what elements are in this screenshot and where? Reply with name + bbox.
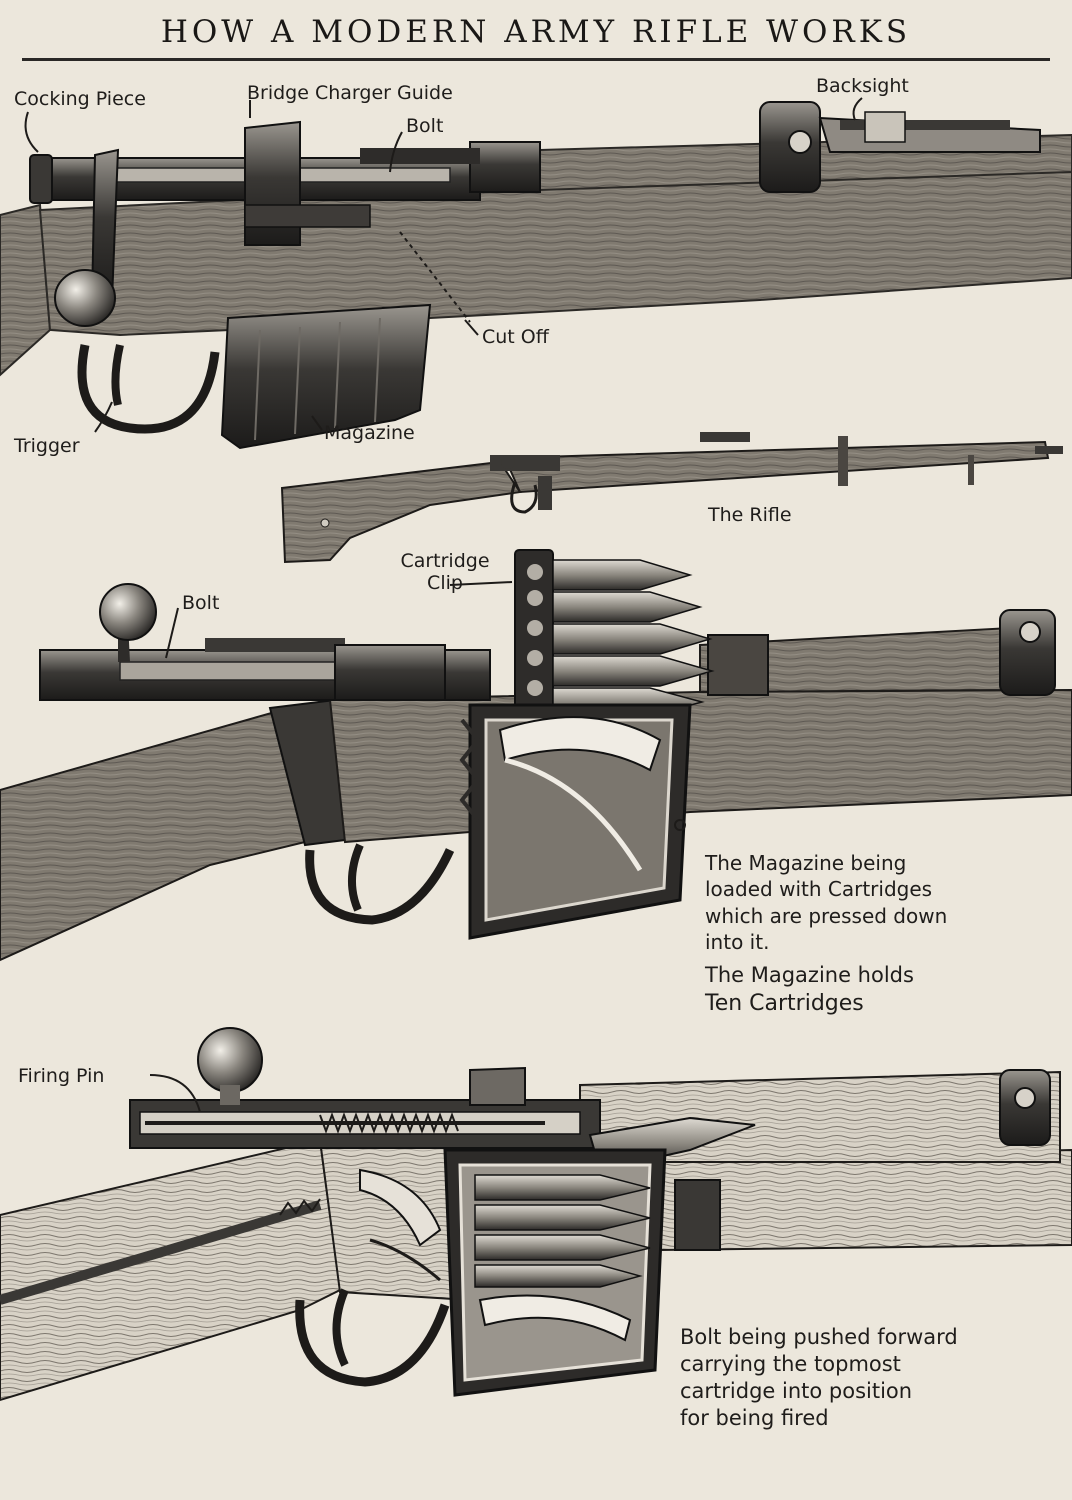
- caption-panel3-line: carrying the topmost: [680, 1351, 901, 1376]
- caption-panel3: Bolt being pushed forward carrying the t…: [680, 1324, 958, 1432]
- panel3-mainspring: [319, 1112, 459, 1134]
- caption-the-rifle: The Rifle: [708, 504, 792, 526]
- label-firing-pin: Firing Pin: [18, 1065, 105, 1087]
- rifle-side-view: [280, 432, 1063, 564]
- caption-panel3-line: Bolt being pushed forward: [680, 1325, 958, 1349]
- panel3-trigger-guard: [295, 1299, 450, 1387]
- panel2-cartridges: [514, 549, 715, 717]
- caption-panel2-line: loaded with Cartridges: [705, 877, 933, 902]
- label-cocking-piece: Cocking Piece: [14, 88, 146, 110]
- panel2-stock: [328, 688, 1072, 844]
- caption-panel2-line: which are pressed down: [705, 903, 948, 928]
- label-bolt-panel1: Bolt: [406, 115, 444, 137]
- panel1-trigger: [111, 344, 124, 406]
- panel2-magazine-cutaway: [459, 703, 692, 940]
- caption-panel2-line: into it.: [705, 930, 770, 955]
- label-backsight: Backsight: [816, 75, 909, 97]
- panel2-loading: [0, 549, 1072, 962]
- panel1-cocking-piece: [29, 154, 53, 204]
- panel1-bolt-knob: [54, 269, 116, 327]
- panel1-backsight: [759, 101, 1041, 193]
- label-bridge-charger-guide: Bridge Charger Guide: [247, 82, 453, 104]
- panel2-butt-stock: [0, 710, 307, 962]
- label-magazine: Magazine: [324, 422, 415, 444]
- label-bolt-panel2: Bolt: [182, 592, 220, 614]
- rifle-stock: [280, 460, 522, 564]
- caption-panel2-line: The Magazine being: [705, 851, 907, 875]
- panel1-action-closeup: [0, 97, 1072, 450]
- caption-panel3-line: cartridge into position: [680, 1378, 913, 1403]
- panel1-trigger-guard: [77, 344, 220, 434]
- caption-panel2: The Magazine being loaded with Cartridge…: [705, 850, 947, 1018]
- panel3-butt-stock: [0, 1138, 342, 1402]
- caption-panel3-line: for being fired: [680, 1405, 829, 1430]
- label-cut-off: Cut Off: [482, 326, 549, 348]
- panel3-bolt-knob: [197, 1027, 263, 1093]
- panel3-feeding: [0, 1027, 1072, 1402]
- panel2-trigger-guard: [305, 848, 455, 925]
- rifle-forend: [503, 440, 1050, 494]
- panel2-bolt-knob: [99, 583, 157, 641]
- label-trigger: Trigger: [14, 435, 80, 457]
- page-title: HOW A MODERN ARMY RIFLE WORKS: [160, 14, 912, 50]
- title-rule: [22, 58, 1050, 61]
- caption-panel2-line: The Magazine holds: [705, 962, 914, 987]
- panel3-magazine-cutaway: [443, 1148, 667, 1397]
- panel3-trigger: [332, 1288, 349, 1367]
- panel2-trigger: [347, 843, 364, 912]
- label-cartridge-clip: Cartridge Clip: [400, 550, 490, 594]
- caption-panel2-line: Ten Cartridges: [705, 991, 864, 1017]
